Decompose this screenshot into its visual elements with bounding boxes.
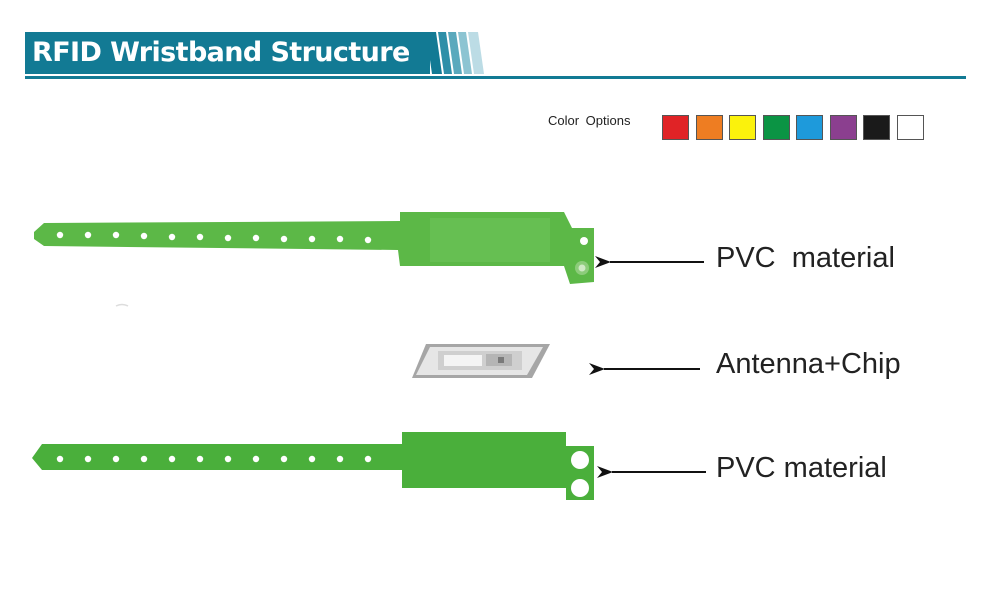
color-swatch-purple [829, 115, 857, 140]
label-antenna-chip: Antenna+Chip [716, 348, 901, 380]
label-bottom-pvc-material: PVC material [716, 452, 887, 484]
antenna-chip-inlay [412, 344, 550, 378]
color-swatch-row [662, 115, 930, 140]
color-options-label: Color Options [548, 113, 631, 128]
header-rule [25, 76, 966, 79]
bottom-pvc-wristband [32, 432, 594, 500]
color-swatch-white [896, 115, 924, 140]
color-swatch-black [863, 115, 890, 140]
top-pvc-wristband [34, 212, 594, 284]
color-swatch-red [662, 115, 689, 140]
label-top-pvc-material: PVC material [716, 242, 895, 274]
page-title: RFID Wristband Structure [32, 37, 410, 68]
color-swatch-blue [796, 115, 823, 140]
color-swatch-yellow [729, 115, 756, 140]
header-bar [25, 32, 430, 74]
color-swatch-green [762, 115, 790, 140]
header-stripes-decoration [426, 32, 484, 74]
color-swatch-orange [695, 115, 723, 140]
